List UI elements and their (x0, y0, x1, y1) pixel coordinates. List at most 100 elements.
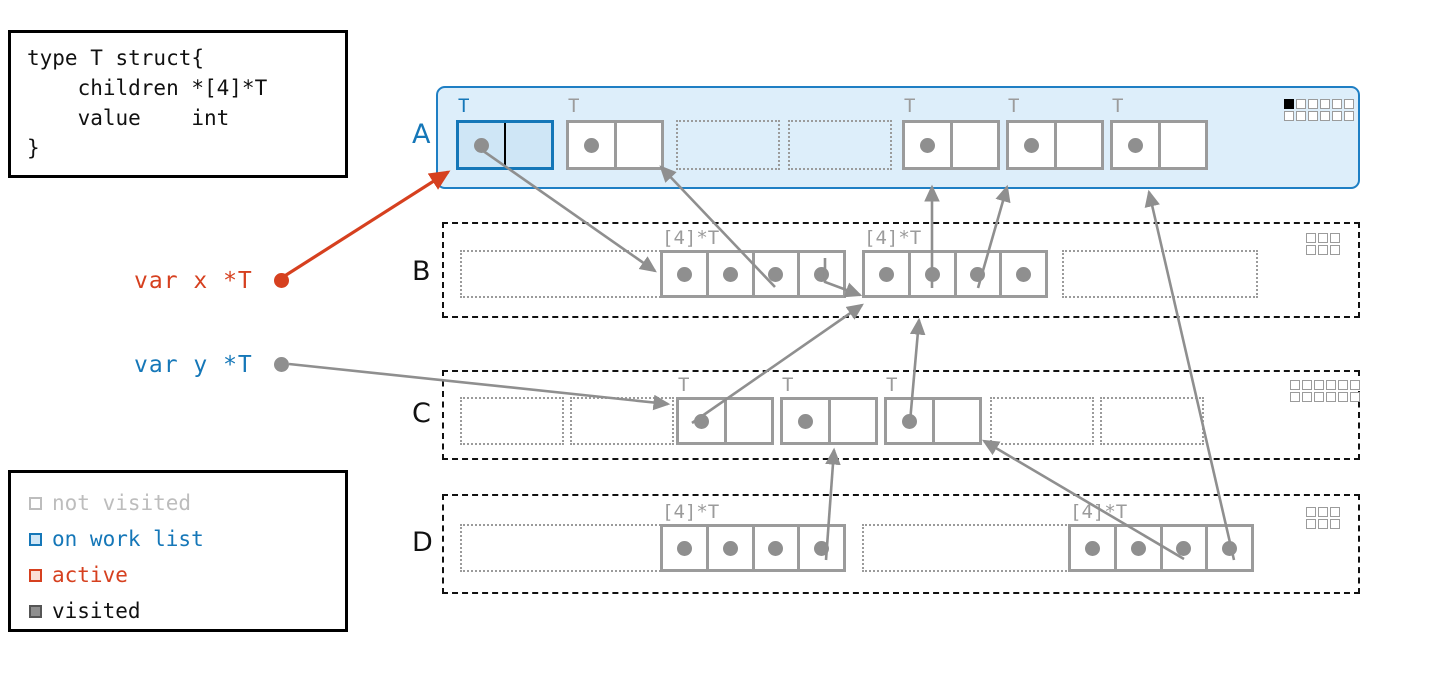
bitmap-row (1290, 380, 1360, 390)
heap-free-slot-c-6 (1100, 397, 1204, 445)
bitmap-cell (1330, 519, 1340, 529)
heap-region-d[interactable]: [4]*T [4]*T (442, 494, 1360, 594)
type-label-b-2: [4]*T (864, 227, 922, 249)
bitmap-row (1306, 233, 1340, 243)
legend-swatch-visited (29, 604, 42, 618)
pointer-dot-icon (878, 266, 894, 282)
bitmap-cell (1330, 245, 1340, 255)
heap-free-slot-c-1 (570, 397, 674, 445)
bitmap-cell (1318, 245, 1328, 255)
heap-region-c[interactable]: T T T (442, 370, 1360, 460)
type-label-c-3: T (782, 374, 794, 396)
type-label-c-4: T (886, 374, 898, 396)
heap-object-a-1[interactable] (566, 120, 664, 170)
array-cell (705, 253, 752, 295)
bitmap-row (1306, 507, 1340, 517)
pointer-dot-icon (768, 540, 784, 556)
pointer-dot-icon (970, 266, 986, 282)
struct-definition-box: type T struct{ children *[4]*T value int… (8, 30, 348, 178)
var-x-label: var x *T (134, 268, 253, 294)
bitmap-cell (1290, 392, 1300, 402)
heap-region-a[interactable]: T T T T T (436, 86, 1360, 189)
heap-free-slot-c-0 (460, 397, 564, 445)
heap-object-c-2[interactable] (676, 397, 774, 445)
object-cell-pointer (1113, 123, 1158, 167)
object-cell-value (613, 123, 662, 167)
pointer-dot-icon (693, 413, 709, 429)
heap-object-c-4[interactable] (884, 397, 982, 445)
heap-free-slot-b-3 (1062, 250, 1258, 298)
array-cell (1159, 527, 1206, 569)
struct-definition-code: type T struct{ children *[4]*T value int… (27, 46, 268, 160)
heap-region-b[interactable]: [4]*T [4]*T (442, 222, 1360, 318)
heap-array-b-1[interactable] (660, 250, 846, 298)
heap-array-d-3[interactable] (1068, 524, 1254, 572)
pointer-dot-icon (722, 266, 738, 282)
bitmap-cell (1332, 111, 1342, 121)
legend-label-not-visited: not visited (52, 491, 192, 515)
mark-bitmap-a[interactable] (1284, 99, 1354, 121)
bitmap-cell (1344, 99, 1354, 109)
bitmap-row (1290, 392, 1360, 402)
pointer-dot-icon (814, 540, 830, 556)
pointer-dot-icon (676, 540, 692, 556)
legend-swatch-not-visited (29, 496, 42, 510)
pointer-dot-icon (1016, 266, 1032, 282)
row-label-b: B (412, 256, 431, 287)
array-cell (663, 527, 706, 569)
bitmap-cell (1350, 380, 1360, 390)
object-cell-value (1053, 123, 1102, 167)
object-cell-pointer (459, 123, 504, 167)
mark-bitmap-b[interactable] (1306, 233, 1340, 255)
heap-object-c-3[interactable] (780, 397, 878, 445)
heap-array-b-2[interactable] (862, 250, 1048, 298)
bitmap-cell (1296, 111, 1306, 121)
legend-item-active: active (29, 557, 345, 593)
bitmap-cell (1318, 233, 1328, 243)
row-label-d: D (412, 527, 433, 558)
pointer-dot-icon (797, 413, 813, 429)
mark-bitmap-d[interactable] (1306, 507, 1340, 529)
heap-free-slot-d-0 (460, 524, 668, 572)
bitmap-cell (1306, 519, 1316, 529)
legend-item-not-visited: not visited (29, 485, 345, 521)
heap-object-a-0[interactable] (456, 120, 554, 170)
legend-label-visited: visited (52, 599, 141, 623)
object-cell-pointer (1009, 123, 1054, 167)
heap-free-slot-c-5 (990, 397, 1094, 445)
bitmap-cell (1302, 380, 1312, 390)
object-cell-value (827, 400, 876, 442)
pointer-dot-icon (1127, 137, 1143, 153)
bitmap-row (1306, 519, 1340, 529)
type-label-c-2: T (678, 374, 690, 396)
bitmap-cell (1350, 392, 1360, 402)
object-cell-value (1157, 123, 1206, 167)
type-label-a-4: T (904, 95, 916, 117)
heap-object-a-4[interactable] (902, 120, 1000, 170)
pointer-dot-icon (583, 137, 599, 153)
type-label-d-1: [4]*T (662, 501, 720, 523)
var-x-pointer-dot (274, 273, 289, 288)
pointer-dot-icon (768, 266, 784, 282)
bitmap-cell (1306, 233, 1316, 243)
bitmap-cell (1290, 380, 1300, 390)
heap-object-a-5[interactable] (1006, 120, 1104, 170)
array-cell (751, 253, 798, 295)
object-cell-pointer (569, 123, 614, 167)
bitmap-cell (1330, 233, 1340, 243)
pointer-dot-icon (676, 266, 692, 282)
mark-bitmap-c[interactable] (1290, 380, 1360, 402)
bitmap-cell (1318, 519, 1328, 529)
heap-object-a-6[interactable] (1110, 120, 1208, 170)
array-cell (751, 527, 798, 569)
array-cell (1113, 527, 1160, 569)
array-cell (705, 527, 752, 569)
bitmap-cell (1308, 99, 1318, 109)
legend-item-on-work-list: on work list (29, 521, 345, 557)
array-cell (865, 253, 908, 295)
bitmap-cell (1330, 507, 1340, 517)
array-cell (797, 253, 843, 295)
type-label-b-1: [4]*T (662, 227, 720, 249)
object-cell-pointer (887, 400, 932, 442)
heap-array-d-1[interactable] (660, 524, 846, 572)
